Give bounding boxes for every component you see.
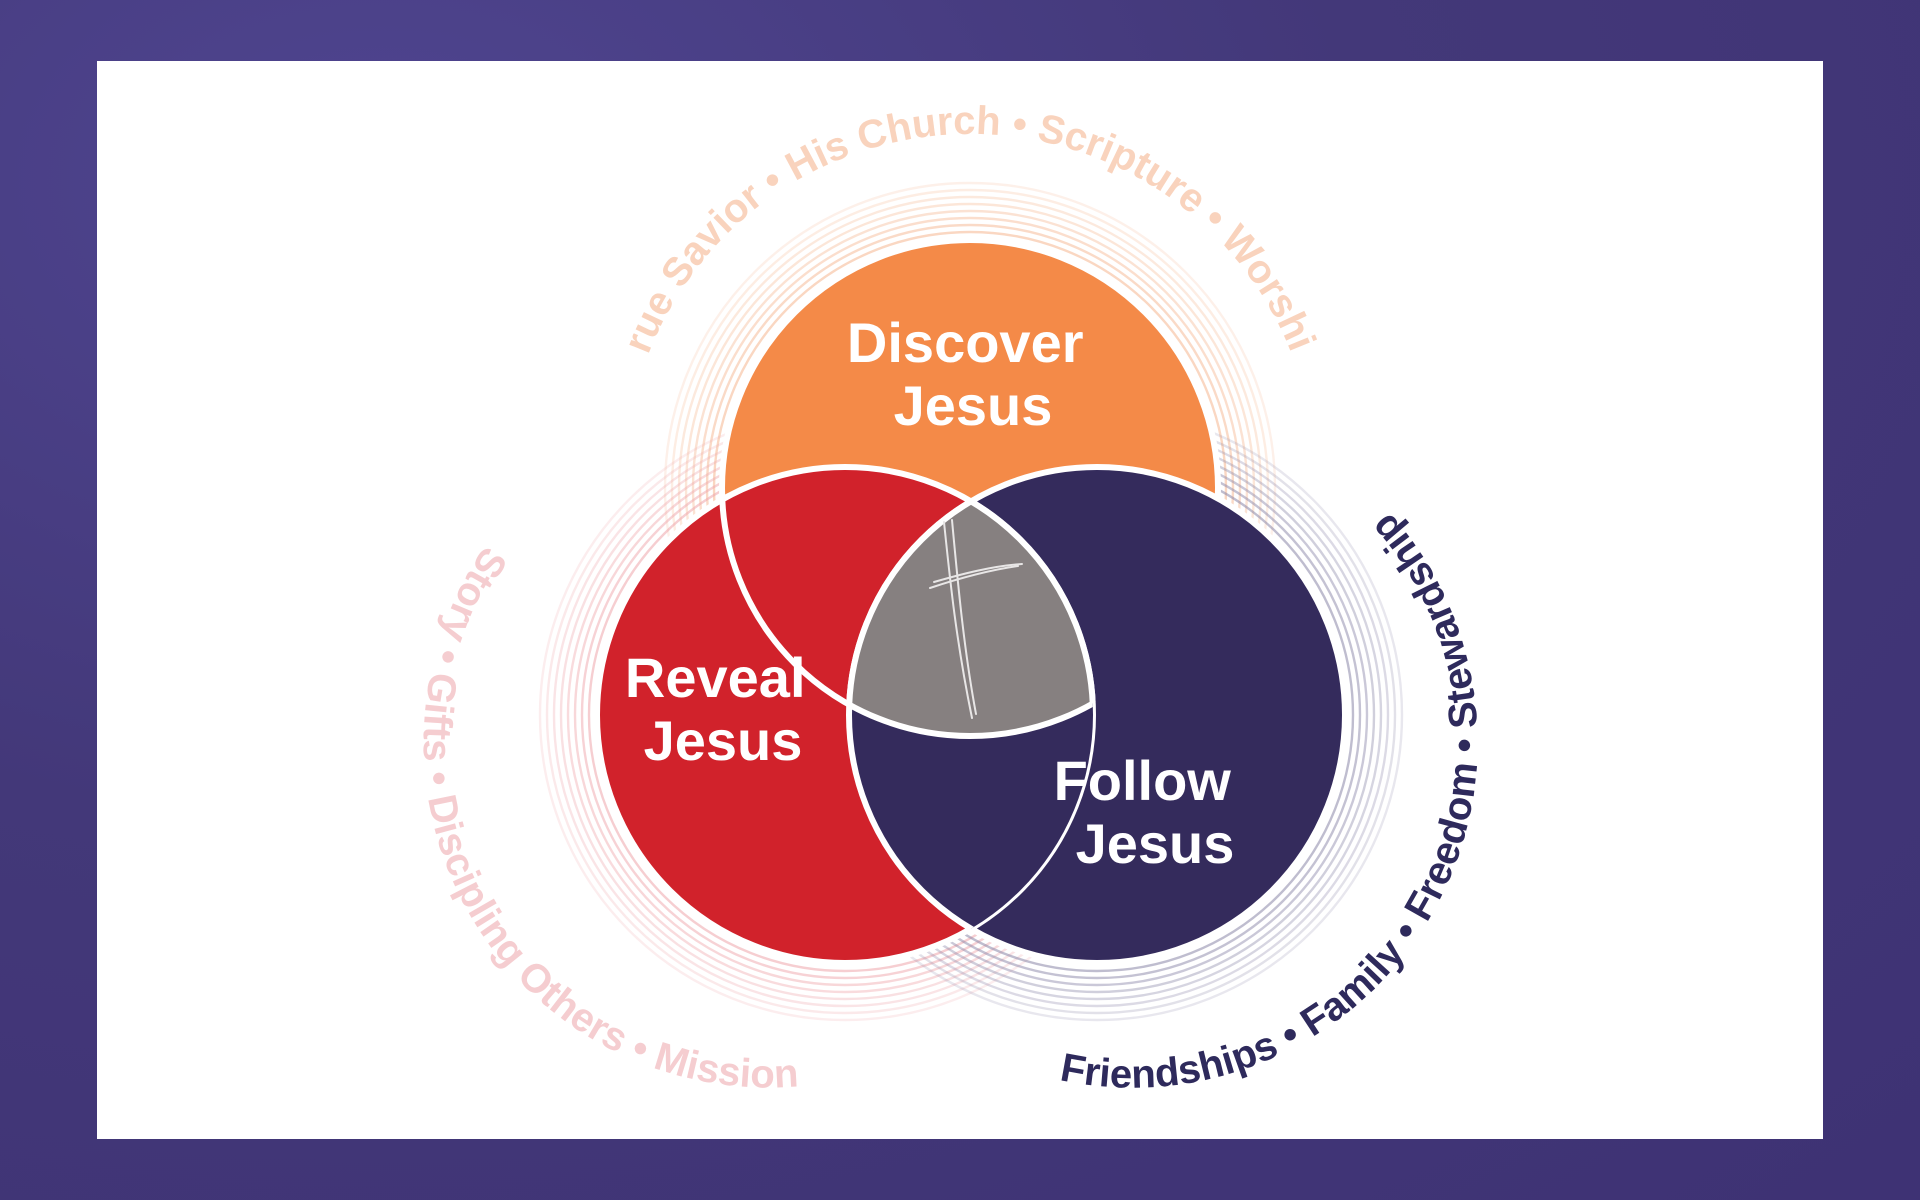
discover-label-line1: Discover bbox=[847, 311, 1084, 374]
reveal-label: Reveal Jesus bbox=[625, 646, 821, 772]
discover-label: Discover Jesus bbox=[847, 311, 1099, 437]
follow-label: Follow Jesus bbox=[1054, 749, 1247, 875]
cross-icon bbox=[929, 519, 1023, 719]
reveal-label-line2: Jesus bbox=[644, 709, 803, 772]
follow-label-line2: Jesus bbox=[1076, 812, 1235, 875]
discover-label-line2: Jesus bbox=[894, 374, 1053, 437]
reveal-label-line1: Reveal bbox=[625, 646, 806, 709]
follow-label-line1: Follow bbox=[1054, 749, 1232, 812]
